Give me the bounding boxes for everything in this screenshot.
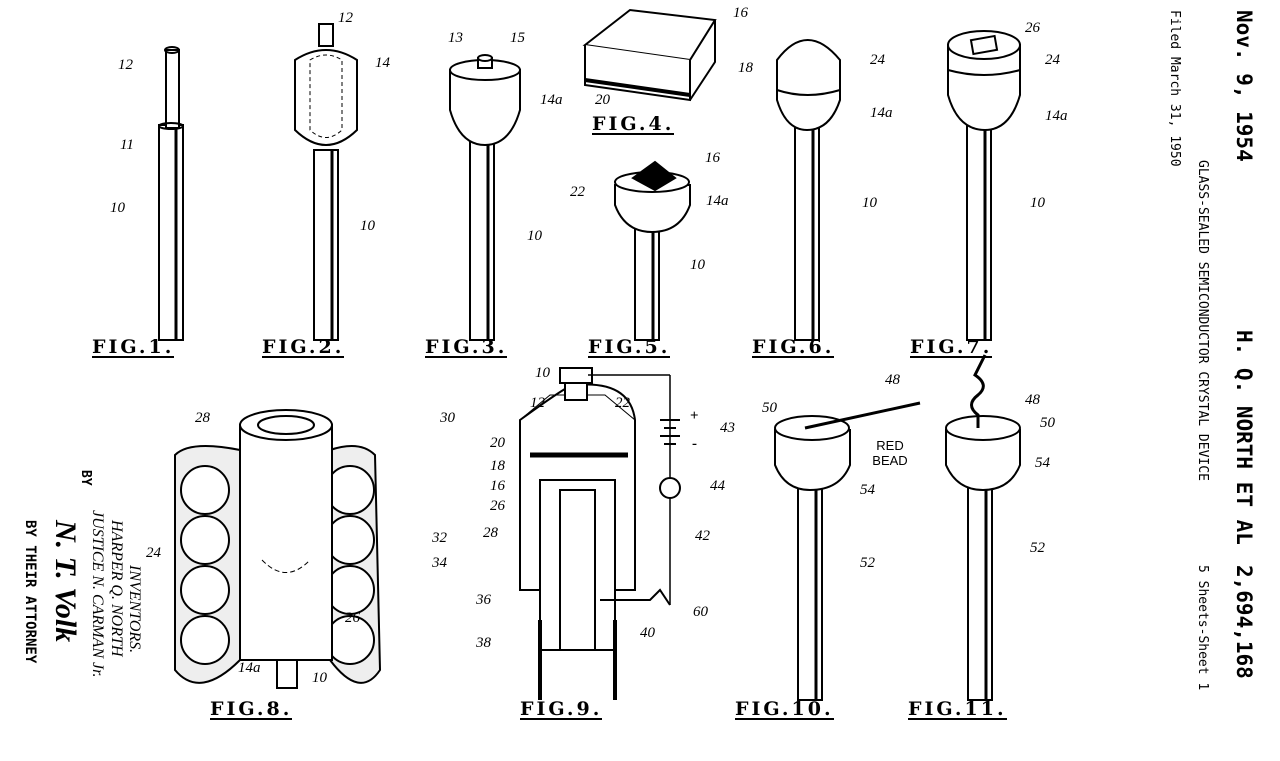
attorney-signature: N. T. Volk — [49, 520, 82, 643]
ref-numeral: 20 — [595, 92, 610, 108]
ref-numeral: 14 — [375, 55, 390, 71]
fig9-drawing — [519, 367, 681, 700]
ref-numeral: 10 — [862, 195, 877, 211]
fig8-drawing — [174, 409, 382, 689]
ref-numeral: 26 — [1025, 20, 1040, 36]
fig2-caption: FIG.2. — [262, 336, 345, 358]
ref-numeral: 32 — [432, 530, 447, 546]
fig6-drawing — [776, 39, 841, 341]
inventor-name: HARPER Q. NORTH — [108, 520, 125, 657]
ref-numeral: 10 — [1030, 195, 1045, 211]
ref-numeral: 24 — [146, 545, 161, 561]
ref-numeral: 42 — [695, 528, 710, 544]
ref-numeral: 12 — [530, 395, 545, 411]
ref-numeral: 10 — [527, 228, 542, 244]
ref-numeral: 18 — [738, 60, 753, 76]
ref-numeral: 28 — [195, 410, 210, 426]
fig5-caption: FIG.5. — [588, 336, 671, 358]
ref-numeral: 22 — [570, 184, 585, 200]
ref-numeral: 18 — [490, 458, 505, 474]
ref-numeral: 14a — [238, 660, 261, 676]
ref-numeral: 30 — [440, 410, 455, 426]
ref-numeral: 52 — [1030, 540, 1045, 556]
ref-numeral: 11 — [120, 137, 134, 153]
fig9-caption: FIG.9. — [520, 698, 603, 720]
ref-numeral: 14a — [1045, 108, 1068, 124]
ref-numeral: 44 — [710, 478, 725, 494]
ref-numeral: 16 — [733, 5, 748, 21]
ref-numeral: 24 — [1045, 52, 1060, 68]
ref-numeral: 12 — [338, 10, 353, 26]
ref-numeral: 10 — [360, 218, 375, 234]
attorney-label: BY THEIR ATTORNEY — [22, 520, 38, 664]
ref-numeral: 54 — [1035, 455, 1050, 471]
ref-numeral: 14a — [706, 193, 729, 209]
ref-numeral: 10 — [690, 257, 705, 273]
ref-numeral: 48 — [1025, 392, 1040, 408]
inventors-heading: INVENTORS. — [126, 565, 143, 654]
ref-numeral: 26 — [345, 610, 360, 626]
fig11-drawing — [945, 354, 1021, 701]
ref-numeral: 16 — [705, 150, 720, 166]
fig4-caption: FIG.4. — [592, 113, 675, 135]
ref-numeral: 10 — [535, 365, 550, 381]
fig8-caption: FIG.8. — [210, 698, 293, 720]
fig2-drawing — [294, 23, 358, 341]
fig7-drawing — [947, 30, 1021, 341]
battery-plus: + — [690, 408, 699, 424]
ref-numeral: 38 — [476, 635, 491, 651]
ref-numeral: 15 — [510, 30, 525, 46]
ref-numeral: 60 — [693, 604, 708, 620]
ref-numeral: 28 — [483, 525, 498, 541]
inventor-name: JUSTICE N. CARMAN Jr. — [89, 510, 106, 678]
ref-numeral: 54 — [860, 482, 875, 498]
fig11-caption: FIG.11. — [908, 698, 1007, 720]
ref-numeral: 48 — [885, 372, 900, 388]
ref-numeral: 14a — [540, 92, 563, 108]
ref-numeral: 22 — [615, 395, 630, 411]
red-bead-label: RED BEAD — [872, 438, 908, 468]
sheet-count: 5 Sheets-Sheet 1 — [1195, 565, 1210, 691]
ref-numeral: 20 — [490, 435, 505, 451]
ref-numeral: 12 — [118, 57, 133, 73]
ref-numeral: 36 — [476, 592, 491, 608]
ref-numeral: 50 — [762, 400, 777, 416]
ref-numeral: 34 — [432, 555, 447, 571]
filed-date: Filed March 31, 1950 — [1167, 10, 1182, 167]
fig3-drawing — [449, 54, 521, 341]
ref-numeral: 14a — [870, 105, 893, 121]
ref-numeral: 43 — [720, 420, 735, 436]
by-label: BY — [78, 470, 93, 486]
fig10-caption: FIG.10. — [735, 698, 834, 720]
fig1-caption: FIG.1. — [92, 336, 175, 358]
ref-numeral: 40 — [640, 625, 655, 641]
battery-minus: - — [692, 436, 697, 452]
ref-numeral: 10 — [110, 200, 125, 216]
ref-numeral: 50 — [1040, 415, 1055, 431]
ref-numeral: 24 — [870, 52, 885, 68]
patent-date: Nov. 9, 1954 — [1232, 10, 1256, 162]
fig7-caption: FIG.7. — [910, 336, 993, 358]
fig1-drawing — [158, 46, 184, 341]
fig6-caption: FIG.6. — [752, 336, 835, 358]
patent-title: GLASS-SEALED SEMICONDUCTOR CRYSTAL DEVIC… — [1195, 160, 1210, 481]
fig10-drawing — [774, 401, 921, 701]
fig3-caption: FIG.3. — [425, 336, 508, 358]
patent-number: 2,694,168 — [1232, 565, 1256, 679]
patent-inventors: H. Q. NORTH ET AL — [1232, 330, 1256, 545]
ref-numeral: 26 — [490, 498, 505, 514]
ref-numeral: 52 — [860, 555, 875, 571]
ref-numeral: 13 — [448, 30, 463, 46]
fig5-drawing — [614, 160, 691, 341]
ref-numeral: 16 — [490, 478, 505, 494]
fig4-drawing — [582, 8, 717, 102]
ref-numeral: 10 — [312, 670, 327, 686]
